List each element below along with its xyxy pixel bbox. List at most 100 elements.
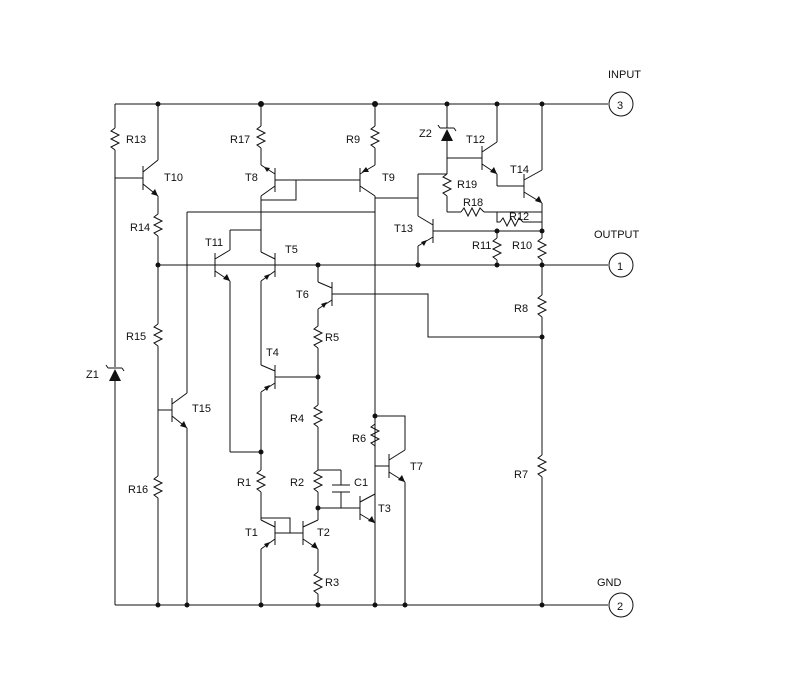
r17-resistor: R17	[230, 101, 267, 165]
t2-label: T2	[317, 527, 330, 539]
junction-dot	[155, 101, 161, 107]
t3-transistor: T3	[359, 493, 391, 524]
gnd-label: GND	[597, 577, 622, 589]
junction-dot	[372, 602, 378, 608]
r7-label: R7	[514, 469, 528, 481]
t11-transistor: T11	[205, 229, 261, 453]
r7-resistor: R7	[514, 454, 548, 605]
r15-resistor: R15	[126, 265, 164, 410]
t3-label: T3	[378, 503, 391, 515]
t14-transistor: T14	[510, 104, 543, 212]
r19-resistor: R19	[441, 158, 477, 212]
r14-label: R14	[130, 222, 150, 234]
junction-dot	[258, 602, 264, 608]
t14-label: T14	[510, 164, 529, 176]
r12-label: R12	[509, 211, 529, 223]
t2-transistor: T2	[302, 519, 330, 572]
r9-resistor: R9	[346, 101, 381, 165]
t12-label: T12	[466, 134, 485, 146]
z1-label: Z1	[86, 369, 99, 381]
r18-label: R18	[463, 197, 483, 209]
r8-resistor: R8	[514, 262, 548, 455]
r11-resistor: R11	[472, 228, 503, 265]
gnd-terminal: 2 GND	[597, 577, 634, 618]
junction-dot	[155, 262, 161, 268]
r12-resistor: R12	[496, 211, 542, 228]
r6-resistor: R6	[352, 413, 381, 466]
t9-transistor: T9	[359, 164, 418, 605]
junction-dot	[258, 449, 264, 455]
r1-label: R1	[237, 477, 251, 489]
z1-zener: Z1	[86, 178, 125, 605]
t11-label: T11	[205, 237, 223, 249]
r18-resistor: R18	[447, 197, 542, 218]
t10-transistor: T10	[115, 104, 183, 197]
junction-dot	[494, 101, 500, 107]
t13-transistor: T13	[394, 173, 542, 265]
input-label: INPUT	[608, 69, 641, 81]
junction-dot	[539, 101, 545, 107]
t8-label: T8	[245, 172, 258, 184]
r10-resistor: R10	[512, 212, 548, 265]
input-terminal: 3 INPUT	[608, 69, 641, 117]
gnd-pin-number: 2	[617, 601, 623, 613]
r19-label: R19	[457, 179, 477, 191]
junction-dot	[539, 602, 545, 608]
r1-resistor: R1	[237, 452, 267, 520]
c1-label: C1	[354, 477, 368, 489]
r5-label: R5	[325, 332, 339, 344]
t7-label: T7	[410, 461, 423, 473]
t5-transistor: T5	[260, 244, 298, 365]
t12-transistor: T12	[447, 104, 524, 187]
t6-transistor: T6	[296, 265, 542, 338]
t4-label: T4	[266, 347, 279, 359]
junction-dot	[415, 262, 421, 268]
r3-resistor: R3	[312, 571, 339, 605]
junction-dot	[402, 602, 408, 608]
junction-dot	[315, 602, 321, 608]
output-terminal: 1 OUTPUT	[594, 229, 640, 278]
t6-label: T6	[296, 289, 309, 301]
r13-resistor: R13	[109, 104, 146, 178]
r5-resistor: R5	[312, 325, 339, 405]
t10-label: T10	[164, 172, 183, 184]
r2-label: R2	[290, 477, 304, 489]
t4-transistor: T4	[260, 347, 318, 452]
t1-transistor: T1	[245, 517, 303, 605]
r16-resistor: R16	[128, 410, 164, 605]
r2-resistor: R2	[290, 469, 324, 520]
t15-transistor: T15	[158, 212, 211, 605]
t8-transistor: T8	[245, 164, 360, 252]
output-label: OUTPUT	[594, 229, 640, 241]
r11-label: R11	[472, 240, 491, 252]
r3-label: R3	[325, 577, 339, 589]
t1-label: T1	[245, 527, 258, 539]
r4-resistor: R4	[290, 404, 324, 470]
t13-label: T13	[394, 223, 413, 235]
r17-label: R17	[230, 134, 250, 146]
junction-dot	[315, 262, 321, 268]
r14-resistor: R14	[130, 196, 164, 265]
junction-dot	[315, 374, 321, 380]
t9-label: T9	[382, 172, 395, 184]
junction-dot	[155, 602, 161, 608]
t7-transistor: T7	[375, 415, 423, 605]
r16-label: R16	[128, 484, 148, 496]
output-pin-number: 1	[617, 261, 623, 273]
r8-label: R8	[514, 303, 528, 315]
r4-label: R4	[290, 413, 304, 425]
r13-label: R13	[126, 134, 146, 146]
z2-label: Z2	[419, 128, 432, 140]
z2-zener: Z2	[419, 101, 457, 158]
t5-label: T5	[285, 244, 298, 256]
r9-label: R9	[346, 134, 360, 146]
junction-dot	[184, 602, 190, 608]
r10-label: R10	[512, 240, 532, 252]
r6-label: R6	[352, 433, 366, 445]
junction-dot	[315, 505, 321, 511]
r15-label: R15	[126, 331, 146, 343]
junction-dot	[539, 334, 545, 340]
input-pin-number: 3	[617, 100, 623, 112]
c1-capacitor: C1	[318, 469, 368, 509]
